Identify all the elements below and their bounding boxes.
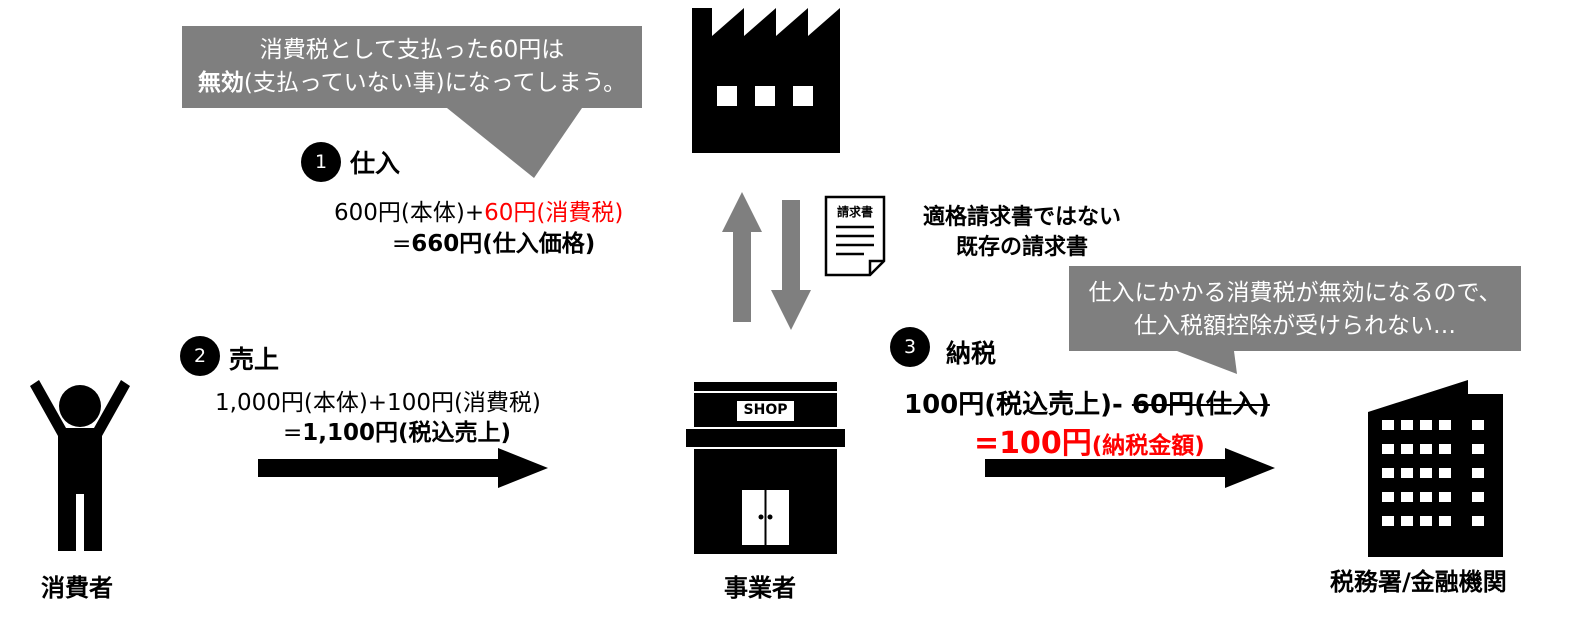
shop-icon bbox=[686, 382, 845, 554]
callout-top-line2: 無効(支払っていない事)になってしまう。 bbox=[197, 70, 627, 96]
factory-icon bbox=[692, 8, 840, 153]
step2-number: 2 bbox=[180, 336, 220, 376]
label-consumer: 消費者 bbox=[41, 574, 113, 602]
purchase-down-arrow bbox=[771, 200, 811, 330]
step3-formula-line2: =100円(納税金額) bbox=[974, 426, 1205, 461]
office-building-icon bbox=[1368, 380, 1503, 557]
callout-right: 仕入にかかる消費税が無効になるので、 仕入税額控除が受けられない… bbox=[1069, 266, 1521, 376]
invoice-note: 適格請求書ではない 既存の請求書 bbox=[922, 205, 1121, 260]
document-icon-label: 請求書 bbox=[836, 205, 873, 219]
callout-top-line1: 消費税として支払った60円は bbox=[259, 37, 565, 63]
document-icon: 請求書 bbox=[824, 195, 886, 277]
step2-title: 売上 bbox=[229, 345, 280, 374]
step3-formula-line1: 100円(税込売上)- 60円(仕入) bbox=[904, 390, 1270, 420]
step1-formula-line2: =660円(仕入価格) bbox=[392, 231, 596, 257]
callout-right-line1: 仕入にかかる消費税が無効になるので、 bbox=[1088, 280, 1502, 306]
person-icon bbox=[30, 380, 130, 551]
callout-top: 消費税として支払った60円は 無効(支払っていない事)になってしまう。 bbox=[182, 26, 642, 186]
label-business: 事業者 bbox=[724, 574, 796, 602]
sales-arrow bbox=[258, 448, 548, 488]
step1-formula-line1: 600円(本体)+60円(消費税) bbox=[334, 200, 624, 226]
step1-number: 1 bbox=[301, 142, 341, 182]
step2-formula-line2: =1,100円(税込売上) bbox=[283, 420, 512, 446]
step3-number: 3 bbox=[890, 327, 930, 367]
step2-formula-line1: 1,000円(本体)+100円(消費税) bbox=[215, 390, 541, 416]
step3-title: 納税 bbox=[946, 339, 997, 368]
purchase-up-arrow bbox=[722, 192, 762, 322]
shop-sign: SHOP bbox=[743, 402, 788, 418]
step1-title: 仕入 bbox=[350, 149, 401, 178]
callout-right-line2: 仕入税額控除が受けられない… bbox=[1134, 313, 1456, 339]
label-tax-office: 税務署/金融機関 bbox=[1330, 568, 1507, 596]
tax-payment-arrow bbox=[985, 448, 1275, 488]
